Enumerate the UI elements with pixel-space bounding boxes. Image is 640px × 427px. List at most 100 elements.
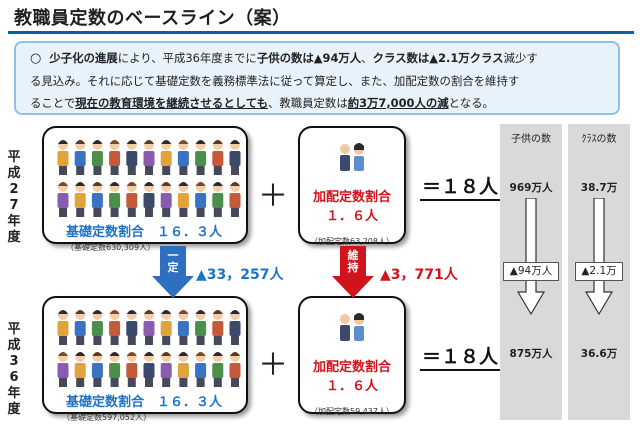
summary-text-segment: 、 (361, 51, 373, 65)
base-staff-panel-h36: 基礎定数割合 １６．３人 (42, 296, 248, 414)
summary-text-segment: 、教職員定数は (267, 96, 348, 110)
teacher-pair-icon (340, 143, 364, 171)
title-rule (8, 31, 634, 34)
children-count-h27: 969万人 (509, 182, 553, 194)
summary-text-segment: 約3万7,000人の減 (347, 96, 449, 110)
summary-text-segment: クラス数は▲2.1万クラス (372, 51, 504, 65)
teacher-figure (160, 140, 172, 175)
base-ratio-label: 基礎定数割合 １６．３人 (66, 395, 223, 410)
classes-change-box: ▲2.1万 (575, 262, 623, 281)
teacher-figure (57, 182, 69, 217)
base-ratio-label: 基礎定数割合 １６．３人 (66, 225, 223, 240)
teacher-figure (177, 352, 189, 387)
constant-arrow (152, 246, 194, 298)
base-count-note: （基礎定数630,309人） (66, 243, 156, 252)
summary-text-segment: により、平成36年度までに (117, 51, 257, 65)
base-staff-panel-h27: 基礎定数割合 １６．３人 (42, 126, 248, 244)
children-change-box: ▲94万人 (503, 262, 559, 281)
teacher-figure (195, 182, 207, 217)
additional-count-note: （加配定数59,437人） (310, 407, 394, 416)
teacher-figure (109, 182, 121, 217)
summary-text-segment: 少子化の進展 (49, 51, 118, 65)
teacher-crowd-illustration (57, 140, 241, 217)
teacher-figure (126, 140, 138, 175)
teacher-figure (160, 182, 172, 217)
base-staff-decrease: ▲33，257人 (196, 267, 284, 283)
additional-staff-panel-h36: 加配定数割合 １．６人 (298, 296, 406, 414)
constant-arrow-label: 一定 (167, 249, 179, 274)
children-column-header: 子供の数 (511, 134, 551, 145)
summary-text-segment: となる。 (448, 96, 494, 110)
base-count-note: （基礎定数597,052人） (62, 413, 152, 422)
teacher-figure (229, 182, 241, 217)
summary-text-segment: 現在の教育環境を継続させるとしても (75, 96, 268, 110)
maintain-arrow-label: 維持 (347, 249, 359, 274)
children-count-h36: 875万人 (509, 348, 553, 360)
classes-column-header: ｸﾗｽの数 (581, 134, 617, 145)
teacher-figure (91, 310, 103, 345)
plus-sign: ＋ (258, 348, 288, 383)
additional-ratio-value: １．６人 (325, 209, 378, 224)
teacher-figure (57, 352, 69, 387)
summary-line-1: ○ 少子化の進展により、平成36年度までに子供の数は▲94万人、クラス数は▲2.1… (30, 47, 608, 70)
teacher-figure (195, 352, 207, 387)
summary-box: ○ 少子化の進展により、平成36年度までに子供の数は▲94万人、クラス数は▲2.1… (14, 41, 620, 115)
teacher-figure (74, 182, 86, 217)
teacher-figures (52, 136, 244, 220)
plus-sign: ＋ (258, 179, 288, 214)
teacher-figure (229, 352, 241, 387)
summary-text-segment: 減少す (503, 51, 538, 65)
maintain-arrow (332, 246, 374, 298)
classes-count-h27: 38.7万 (580, 182, 618, 194)
teacher-figure (57, 140, 69, 175)
teacher-figure (74, 310, 86, 345)
teacher-figure (109, 352, 121, 387)
teacher-figure (177, 310, 189, 345)
teacher-figure (195, 140, 207, 175)
summary-line-3: ることで現在の教育環境を継続させるとしても、教職員定数は約3万7,000人の減と… (30, 92, 608, 114)
teacher-figure (109, 140, 121, 175)
teacher-figure (195, 310, 207, 345)
summary-line-2: る見込み。それに応じて基礎定数を義務標準法に従って算定し、また、加配定数の割合を… (30, 74, 520, 88)
page-title: 教職員定数のベースライン（案） (14, 8, 291, 29)
summary-text-segment: 子供の数は▲94万人 (256, 51, 362, 65)
additional-ratio-label: 加配定数割合 １．６人 (300, 188, 404, 226)
teacher-figure (91, 182, 103, 217)
additional-count-note: （加配定数63,208人） (310, 237, 394, 246)
teacher-figure (160, 310, 172, 345)
teacher-figure (91, 352, 103, 387)
children-decrease-arrow (516, 198, 546, 316)
teacher-figure (177, 140, 189, 175)
teacher-figure (74, 140, 86, 175)
teacher-figure (126, 352, 138, 387)
teacher-figure (229, 310, 241, 345)
teacher-crowd-illustration (57, 310, 241, 387)
teacher-figure (143, 310, 155, 345)
teacher-figure (212, 182, 224, 217)
additional-ratio-value: １．６人 (325, 379, 378, 394)
teacher-figure (91, 140, 103, 175)
teacher-figure (143, 352, 155, 387)
teacher-figure (109, 310, 121, 345)
total-ratio: ＝１８人 (420, 172, 501, 201)
summary-text-segment: ることで (30, 96, 76, 110)
summary-bullet: ○ (30, 51, 42, 66)
classes-count-h36: 36.6万 (580, 348, 618, 360)
total-ratio: ＝１８人 (420, 342, 501, 371)
additional-staff-panel-h27: 加配定数割合 １．６人 (298, 126, 406, 244)
additional-ratio-label: 加配定数割合 １．６人 (300, 358, 404, 396)
teacher-figure (126, 310, 138, 345)
teacher-figure (143, 140, 155, 175)
additional-ratio-title: 加配定数割合 (312, 360, 391, 375)
teacher-figure (212, 310, 224, 345)
teacher-figure (229, 140, 241, 175)
teacher-figure (177, 182, 189, 217)
additional-staff-decrease: ▲3，771人 (380, 267, 458, 283)
additional-ratio-title: 加配定数割合 (312, 190, 391, 205)
teacher-figure (74, 352, 86, 387)
teacher-pair-icon (340, 313, 364, 341)
teacher-figures (52, 306, 244, 390)
classes-decrease-arrow (584, 198, 614, 316)
